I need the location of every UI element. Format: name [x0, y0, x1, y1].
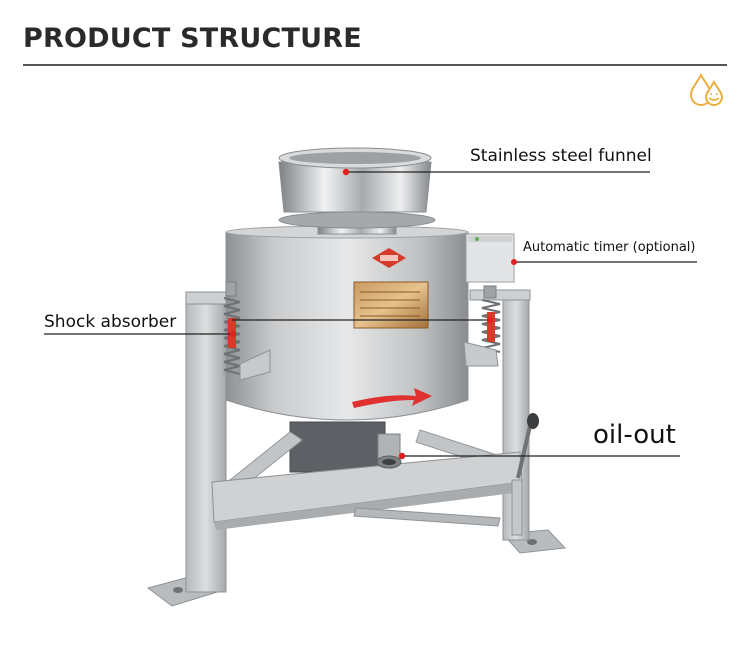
marker-dot-shock-right — [487, 317, 493, 323]
steel-funnel — [278, 147, 436, 235]
main-drum — [225, 225, 469, 421]
rotation-arrow-icon — [352, 388, 432, 408]
shock-absorber-right — [463, 285, 501, 367]
marker-dot-funnel — [342, 168, 350, 176]
warning-badge-icon — [372, 248, 406, 268]
marker-dot-oil-out — [398, 452, 406, 460]
marker-dot-timer — [511, 259, 517, 265]
oil-outlet-pipe — [376, 433, 402, 469]
discharge-handle — [511, 413, 539, 536]
motor-housing — [289, 421, 386, 473]
nameplate — [353, 281, 429, 329]
marker-dot-shock-left — [230, 331, 236, 337]
callout-label-funnel: Stainless steel funnel — [470, 146, 652, 166]
timer-box — [465, 233, 515, 283]
callout-label-timer: Automatic timer (optional) — [523, 240, 696, 255]
callout-label-shock-absorber: Shock absorber — [44, 312, 177, 332]
frame-diagonal-brace — [353, 507, 501, 527]
callout-label-oil-out: oil-out — [593, 420, 676, 450]
title-divider — [23, 64, 727, 66]
page-title: PRODUCT STRUCTURE — [23, 23, 362, 54]
oil-drops-icon — [689, 72, 724, 106]
frame-left-leg — [185, 291, 265, 593]
